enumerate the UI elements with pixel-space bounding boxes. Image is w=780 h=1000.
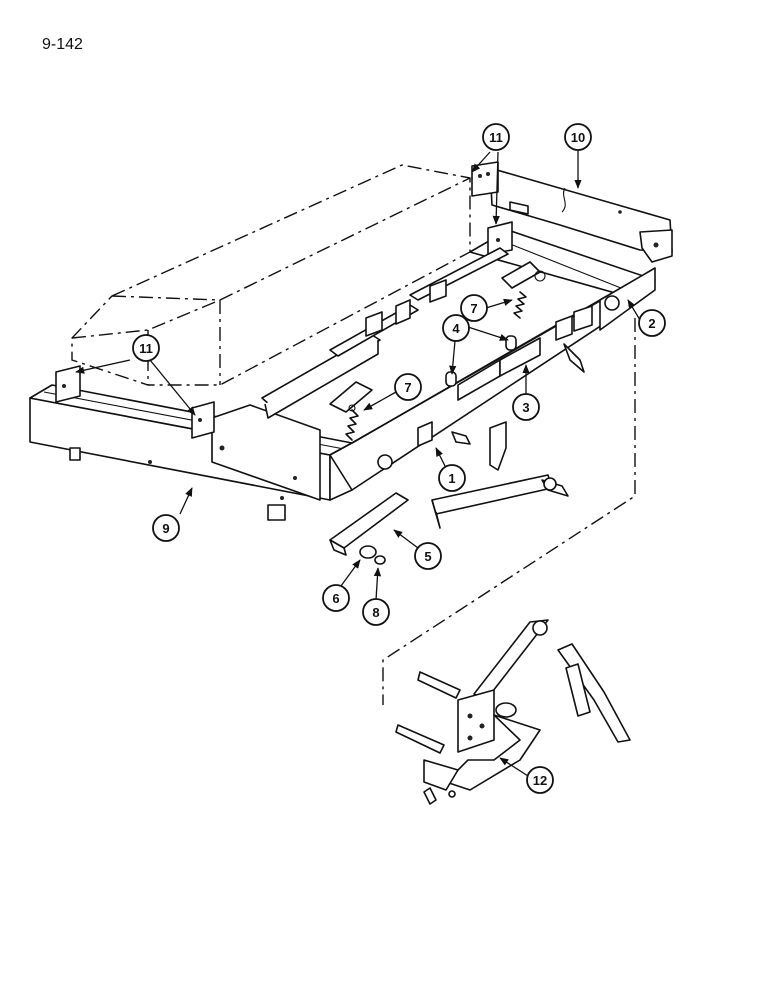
actuator-arm <box>431 421 569 529</box>
svg-text:6: 6 <box>332 591 339 606</box>
callout-8: 8 <box>362 598 390 626</box>
callout-7-upper: 7 <box>460 294 488 322</box>
corner-bracket-front <box>191 401 215 439</box>
svg-text:12: 12 <box>533 773 547 788</box>
spring-upper <box>501 261 546 319</box>
link-plates <box>417 337 541 447</box>
svg-text:9: 9 <box>162 521 169 536</box>
hitch-subassembly <box>395 619 631 805</box>
main-frame <box>29 229 656 521</box>
channel-clip <box>329 492 409 565</box>
corner-bracket-top-right <box>487 221 513 255</box>
svg-text:1: 1 <box>448 471 455 486</box>
svg-text:8: 8 <box>372 605 379 620</box>
svg-text:7: 7 <box>470 301 477 316</box>
svg-text:2: 2 <box>648 316 655 331</box>
svg-text:11: 11 <box>489 130 503 145</box>
svg-text:4: 4 <box>452 321 460 336</box>
callout-9: 9 <box>152 514 180 542</box>
callout-10: 10 <box>564 123 592 151</box>
corner-bracket-left <box>55 365 81 403</box>
callout-3: 3 <box>512 393 540 421</box>
callout-12: 12 <box>526 766 554 794</box>
callout-6: 6 <box>322 584 350 612</box>
svg-text:3: 3 <box>522 400 529 415</box>
svg-text:5: 5 <box>424 549 431 564</box>
svg-text:10: 10 <box>571 130 585 145</box>
callout-2: 2 <box>638 309 666 337</box>
subassembly-boundary <box>382 318 636 705</box>
guide-rails <box>261 247 509 419</box>
svg-text:11: 11 <box>139 341 153 356</box>
callout-1: 1 <box>438 464 466 492</box>
svg-text:7: 7 <box>404 380 411 395</box>
callout-5: 5 <box>414 542 442 570</box>
hopper-outline <box>71 164 471 386</box>
pins <box>445 335 585 445</box>
callout-4: 4 <box>442 314 470 342</box>
page-number: 9-142 <box>42 36 83 53</box>
callout-7-lower: 7 <box>394 373 422 401</box>
callout-11-left: 11 <box>132 334 160 362</box>
side-shield <box>489 167 673 263</box>
callout-11-top: 11 <box>482 123 510 151</box>
spring-lower <box>329 381 373 441</box>
